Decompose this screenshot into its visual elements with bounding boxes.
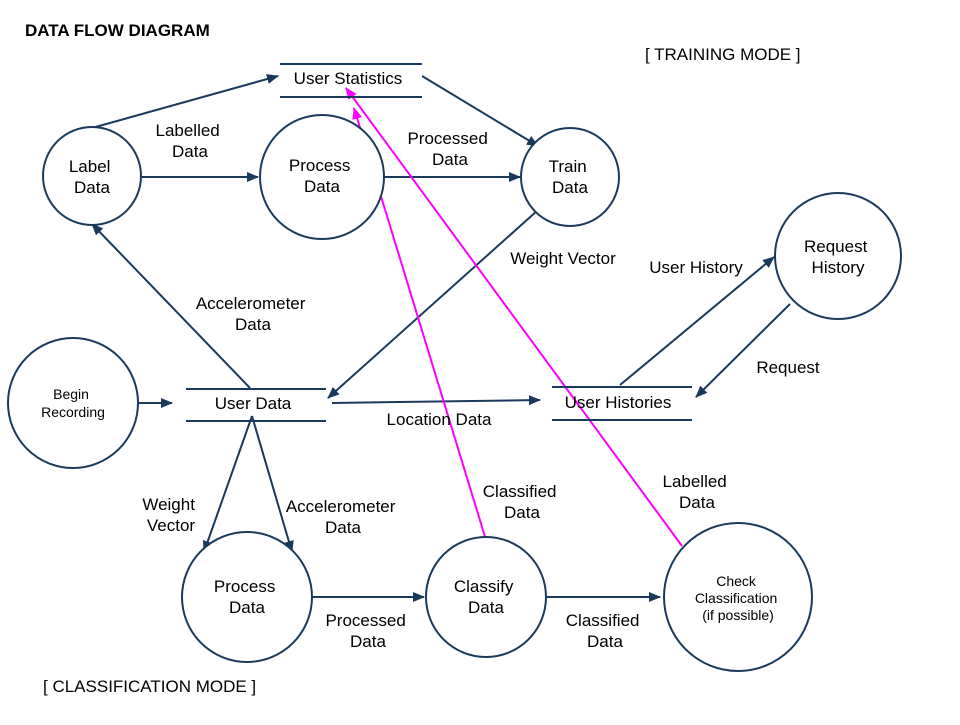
flow-label-classified-data-mid-line-2: Data xyxy=(504,503,540,522)
flow-label-user-history: User History xyxy=(649,258,743,277)
process-label-data-line-1: Label xyxy=(69,157,111,176)
classification-mode-label: [ CLASSIFICATION MODE ] xyxy=(43,677,256,696)
store-user-data: User Data xyxy=(186,388,326,422)
process-begin-recording-line-2: Recording xyxy=(41,404,105,420)
flow-user-data-to-process-bottom-accel xyxy=(251,415,294,553)
process-process-data-top-line-1: Process xyxy=(289,156,350,175)
process-request-history: Request History xyxy=(774,192,902,320)
flow-user-data-to-user-histories xyxy=(331,395,541,406)
flow-label-location-data-line-1: Location Data xyxy=(387,410,492,429)
flow-label-classified-data-bottom-line-1: Classified xyxy=(566,611,640,630)
flow-label-accelerometer-data-bottom-line-2: Data xyxy=(325,518,361,537)
diagram-title: DATA FLOW DIAGRAM xyxy=(25,21,210,40)
process-process-data-top-circle xyxy=(259,114,385,240)
flow-label-labelled-data-mid-line-2: Data xyxy=(679,493,715,512)
process-train-data-line-2: Data xyxy=(552,178,588,197)
process-begin-recording-label: Begin Recording xyxy=(41,386,105,420)
flow-label-accelerometer-data-top-line-2: Data xyxy=(235,315,271,334)
flow-label-classified-data-mid-line-1: Classified xyxy=(483,482,557,501)
process-check-classification: Check Classification (if possible) xyxy=(663,522,813,672)
flow-request-history-to-user-histories xyxy=(695,303,791,398)
process-check-classification-line-3: (if possible) xyxy=(702,607,774,623)
process-label-data: Label Data xyxy=(42,126,142,226)
process-request-history-label: Request History xyxy=(804,237,872,277)
flow-arrows xyxy=(91,74,791,602)
process-process-data-bottom-line-1: Process xyxy=(214,577,275,596)
process-check-classification-line-1: Check xyxy=(716,573,757,589)
training-mode-label: [ TRAINING MODE ] xyxy=(645,45,801,64)
flow-label-classified-data-bottom-line-2: Data xyxy=(587,632,623,651)
process-process-data-top-line-2: Data xyxy=(304,177,340,196)
store-user-statistics: User Statistics xyxy=(280,63,422,98)
process-process-data-bottom: Process Data xyxy=(181,531,313,663)
flow-label-processed-data-bottom-line-1: Processed xyxy=(325,611,405,630)
flow-label-processed-data-bottom-line-2: Data xyxy=(350,632,386,651)
process-check-classification-line-2: Classification xyxy=(695,590,777,606)
process-request-history-line-2: History xyxy=(812,258,865,277)
flow-label-weight-vector-top: Weight Vector xyxy=(510,249,616,268)
flow-label-accelerometer-data-top: Accelerometer Data xyxy=(196,294,310,334)
flow-label-request-line-1: Request xyxy=(756,358,820,377)
feedback-arrows xyxy=(345,87,683,547)
process-request-history-line-1: Request xyxy=(804,237,868,256)
store-user-histories-label: User Histories xyxy=(565,393,672,412)
process-train-data-line-1: Train xyxy=(549,157,587,176)
flow-label-to-user-statistics xyxy=(91,74,279,129)
flow-user-histories-to-request-history xyxy=(619,256,775,386)
flow-label-accelerometer-data-top-line-1: Accelerometer xyxy=(196,294,306,313)
process-classify-data: Classify Data xyxy=(425,536,547,658)
flow-label-processed-data-bottom: Processed Data xyxy=(325,611,410,651)
process-train-data: Train Data xyxy=(520,127,620,227)
store-user-statistics-label: User Statistics xyxy=(294,69,403,88)
process-classify-data-line-1: Classify xyxy=(454,577,514,596)
process-check-classification-circle xyxy=(663,522,813,672)
process-train-data-circle xyxy=(520,127,620,227)
process-label-data-circle xyxy=(42,126,142,226)
process-label-data-line-2: Data xyxy=(74,178,110,197)
flow-label-classified-data-mid: Classified Data xyxy=(483,482,561,522)
flow-label-weight-vector-top-line-1: Weight Vector xyxy=(510,249,616,268)
process-process-data-bottom-circle xyxy=(181,531,313,663)
flow-label-accelerometer-data-bottom-line-1: Accelerometer xyxy=(286,497,396,516)
process-request-history-circle xyxy=(774,192,902,320)
flow-label-processed-data-top-line-2: Data xyxy=(432,150,468,169)
process-check-classification-label: Check Classification (if possible) xyxy=(695,573,781,623)
process-process-data-top: Process Data xyxy=(259,114,385,240)
process-classify-data-circle xyxy=(425,536,547,658)
process-process-data-top-label: Process Data xyxy=(289,156,355,196)
process-begin-recording-line-1: Begin xyxy=(53,386,89,402)
process-classify-data-label: Classify Data xyxy=(454,577,518,617)
store-user-histories: User Histories xyxy=(552,386,692,421)
process-process-data-bottom-line-2: Data xyxy=(229,598,265,617)
process-begin-recording-circle xyxy=(7,337,139,469)
process-label-data-label: Label Data xyxy=(69,157,115,197)
flow-label-labelled-data-mid: Labelled Data xyxy=(662,472,731,512)
process-classify-data-line-2: Data xyxy=(468,598,504,617)
flow-label-weight-vector-bottom-line-1: Weight xyxy=(142,495,195,514)
flow-label-classified-data-bottom: Classified Data xyxy=(566,611,644,651)
flow-label-weight-vector-bottom-line-2: Vector xyxy=(147,516,196,535)
flow-label-location-data: Location Data xyxy=(387,410,492,429)
flow-user-statistics-to-train xyxy=(421,75,539,147)
flow-user-data-to-process-bottom-weight xyxy=(202,415,253,553)
process-begin-recording: Begin Recording xyxy=(7,337,139,469)
flow-user-data-to-label xyxy=(91,223,251,389)
flow-label-weight-vector-bottom: Weight Vector xyxy=(142,495,199,535)
flow-label-processed-data-top: Processed Data xyxy=(407,129,492,169)
flow-label-request: Request xyxy=(756,358,820,377)
store-user-data-label: User Data xyxy=(215,394,292,413)
process-train-data-label: Train Data xyxy=(549,157,592,197)
feedback-check-to-user-statistics xyxy=(345,87,683,547)
flow-train-to-user-data xyxy=(327,209,539,399)
flow-label-labelled-data-top-line-2: Data xyxy=(172,142,208,161)
flow-label-accelerometer-data-bottom: Accelerometer Data xyxy=(286,497,400,537)
flow-label-labelled-data-top: Labelled Data xyxy=(155,121,224,161)
flow-label-labelled-data-top-line-1: Labelled xyxy=(155,121,219,140)
process-process-data-bottom-label: Process Data xyxy=(214,577,280,617)
flow-label-processed-data-top-line-1: Processed xyxy=(407,129,487,148)
flow-label-labelled-data-mid-line-1: Labelled xyxy=(662,472,726,491)
flow-label-user-history-line-1: User History xyxy=(649,258,743,277)
